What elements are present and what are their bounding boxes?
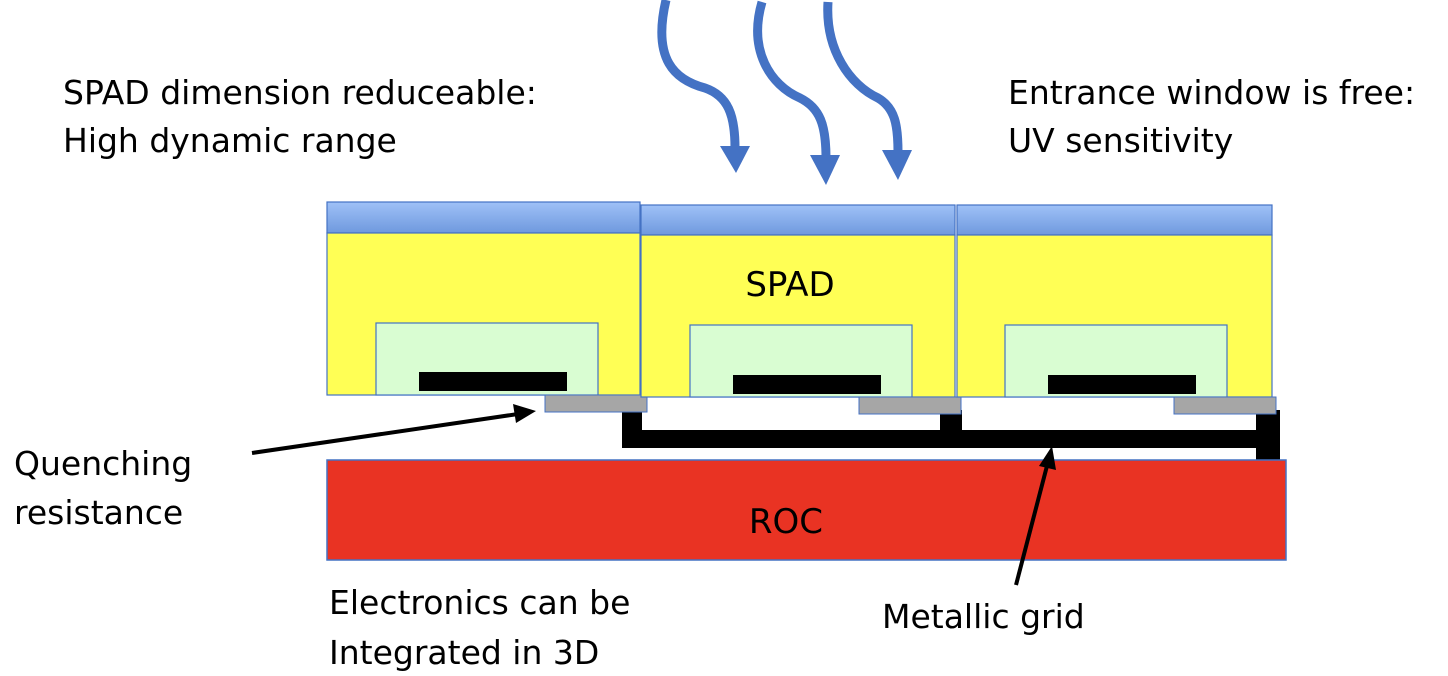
spad-dimension-note-line2: High dynamic range: [63, 121, 397, 160]
entrance-window-note-line1: Entrance window is free:: [1008, 73, 1415, 112]
grid-vertical-middle: [940, 410, 962, 432]
spad-pixel-left: [326, 201, 648, 413]
entrance-window-left: [326, 201, 641, 234]
photon-arrowhead-2: [810, 155, 840, 185]
photon-arrowhead-1: [720, 146, 750, 173]
quenching-pointer-line: [251, 412, 519, 455]
spad-label: SPAD: [745, 265, 834, 305]
contact-right: [1048, 375, 1196, 394]
quenching-resistor-middle: [858, 396, 962, 415]
photon-wave-arrow-icon: [657, 0, 912, 185]
roc-block: [326, 459, 1287, 561]
entrance-window-middle: [640, 204, 956, 236]
photon-wave-arrow-2: [753, 0, 831, 159]
entrance-window-note-line2: UV sensitivity: [1008, 121, 1233, 160]
quenching-note-line1: Quenching: [14, 444, 192, 483]
grid-vertical-right: [1256, 410, 1280, 462]
photon-wave-arrow-1: [657, 0, 740, 149]
photon-arrowhead-3: [882, 150, 912, 180]
spad-pixel-middle: [640, 204, 962, 415]
spad-dimension-note-line1: SPAD dimension reduceable:: [63, 73, 537, 112]
pointer-arrow-icon: [251, 404, 1056, 586]
metallic-grid: [622, 404, 1280, 462]
electronics-note-line1: Electronics can be: [329, 583, 630, 622]
grid-pointer-line: [1014, 461, 1050, 586]
electronics-note-line2: Integrated in 3D: [329, 633, 599, 672]
grid-pointer-head: [1039, 446, 1056, 470]
quenching-resistor-right: [1173, 396, 1277, 415]
grid-horizontal-bar: [622, 430, 1280, 448]
roc-label: ROC: [749, 502, 823, 542]
quenching-note-line2: resistance: [14, 493, 183, 532]
spad-pixel-right: [956, 204, 1277, 415]
contact-left: [419, 372, 567, 391]
quenching-resistor-left: [544, 394, 648, 413]
metallic-grid-label: Metallic grid: [882, 597, 1085, 636]
photon-wave-arrow-3: [823, 1, 903, 153]
entrance-window-right: [956, 204, 1273, 236]
contact-middle: [733, 375, 881, 394]
quenching-pointer-head: [513, 404, 536, 423]
